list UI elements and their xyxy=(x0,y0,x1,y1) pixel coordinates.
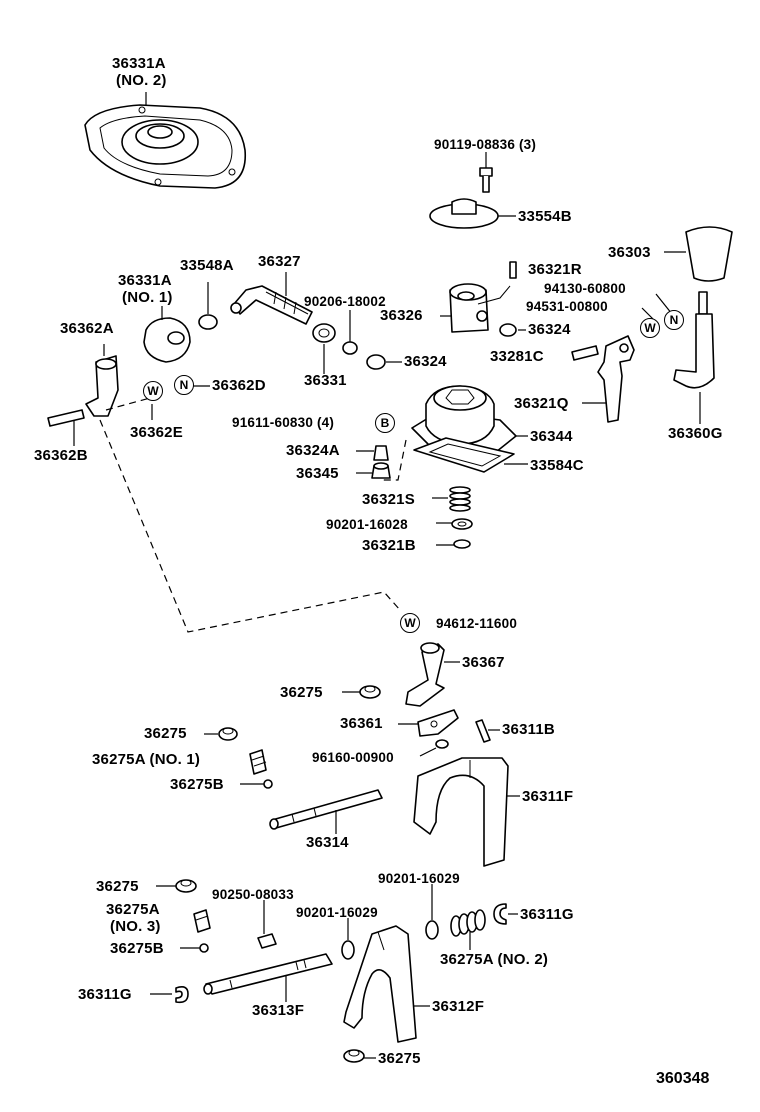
bolt-symbol: B xyxy=(375,413,395,433)
label-36311F: 36311F xyxy=(522,788,574,805)
label-36360G: 36360G xyxy=(668,425,723,442)
label-90250: 90250-08033 xyxy=(212,887,294,902)
label-36275-4: 36275 xyxy=(378,1050,421,1067)
shift-lever-housing xyxy=(47,344,210,446)
shift-rail-36314 xyxy=(269,789,383,834)
label-36331A-no1-note: (NO. 1) xyxy=(122,289,173,306)
plugs-lower xyxy=(156,879,277,953)
label-36331A-no2: 36331A xyxy=(112,55,166,72)
nut-symbol: N xyxy=(664,310,684,330)
label-33584C: 33584C xyxy=(530,457,584,474)
shift-fork-36312F xyxy=(343,925,430,1063)
label-33554B: 33554B xyxy=(518,208,572,225)
label-36275B-1: 36275B xyxy=(170,776,224,793)
label-36275-3: 36275 xyxy=(96,878,139,895)
label-91611: 91611-60830 (4) xyxy=(232,415,335,430)
select-lever xyxy=(571,293,673,423)
bolt-and-seat xyxy=(429,152,516,229)
label-36275B-2: 36275B xyxy=(110,940,164,957)
washer-symbol: W xyxy=(400,613,420,633)
label-90119: 90119-08836 (3) xyxy=(434,137,537,152)
label-36324A: 36324A xyxy=(286,442,340,459)
label-36314: 36314 xyxy=(306,834,349,851)
label-94531: 94531-00800 xyxy=(526,299,608,314)
washer-symbol: W xyxy=(640,318,660,338)
shift-head xyxy=(366,261,526,370)
label-36367: 36367 xyxy=(462,654,505,671)
label-90201-16028: 90201-16028 xyxy=(326,517,408,532)
shift-fork-36311F xyxy=(413,757,520,867)
label-90201-16029-b: 90201-16029 xyxy=(296,905,378,920)
label-36324-a: 36324 xyxy=(528,321,571,338)
label-36344: 36344 xyxy=(530,428,573,445)
label-33548A: 33548A xyxy=(180,257,234,274)
label-36303: 36303 xyxy=(608,244,651,261)
label-36311B: 36311B xyxy=(502,721,555,738)
boot-plate-no2 xyxy=(84,92,246,189)
label-36275-2: 36275 xyxy=(144,725,187,742)
label-36331: 36331 xyxy=(304,372,347,389)
label-36275A-no1: 36275A (NO. 1) xyxy=(92,751,201,768)
label-36362E: 36362E xyxy=(130,424,183,441)
label-36331A-no2-note: (NO. 2) xyxy=(116,72,167,89)
assembly-dashed-line xyxy=(99,419,401,633)
label-36275A-no3: 36275A xyxy=(106,901,160,918)
figure-reference-number: 360348 xyxy=(656,1070,710,1087)
label-96160: 96160-00900 xyxy=(312,750,394,765)
label-36321Q: 36321Q xyxy=(514,395,569,412)
label-36312F: 36312F xyxy=(432,998,485,1015)
shift-knob xyxy=(664,226,733,282)
label-36326: 36326 xyxy=(380,307,423,324)
label-36362B: 36362B xyxy=(34,447,88,464)
control-shaft-group xyxy=(143,272,358,374)
shift-inner-lever xyxy=(398,642,500,757)
washer-symbol: W xyxy=(143,381,163,401)
label-33281C: 33281C xyxy=(490,348,544,365)
nut-symbol: N xyxy=(174,375,194,395)
shift-housing xyxy=(380,385,528,481)
plugs-upper xyxy=(204,685,381,789)
shift-lever xyxy=(673,291,715,424)
label-36361: 36361 xyxy=(340,715,383,732)
label-36327: 36327 xyxy=(258,253,301,270)
label-36362A: 36362A xyxy=(60,320,114,337)
label-90206: 90206-18002 xyxy=(304,294,386,309)
label-36275A-no3-note: (NO. 3) xyxy=(110,918,161,935)
label-94612: 94612-11600 xyxy=(436,616,518,631)
shift-rail-36313F xyxy=(203,953,333,1002)
label-36324-b: 36324 xyxy=(404,353,447,370)
label-36275A-no2: 36275A (NO. 2) xyxy=(440,951,549,968)
label-36362D: 36362D xyxy=(212,377,266,394)
label-36321B: 36321B xyxy=(362,537,416,554)
label-36311G-b: 36311G xyxy=(78,986,132,1003)
label-36321S: 36321S xyxy=(362,491,415,508)
bushing-stack xyxy=(356,445,391,479)
spring-and-washers xyxy=(432,486,473,549)
label-36313F: 36313F xyxy=(252,1002,305,1019)
label-90201-16029-a: 90201-16029 xyxy=(378,871,460,886)
label-36331A-no1: 36331A xyxy=(118,272,172,289)
label-36321R: 36321R xyxy=(528,261,582,278)
label-36311G-a: 36311G xyxy=(520,906,574,923)
label-36345: 36345 xyxy=(296,465,339,482)
label-36275-1: 36275 xyxy=(280,684,323,701)
label-94130: 94130-60800 xyxy=(544,281,626,296)
lower-washers xyxy=(150,884,518,1004)
